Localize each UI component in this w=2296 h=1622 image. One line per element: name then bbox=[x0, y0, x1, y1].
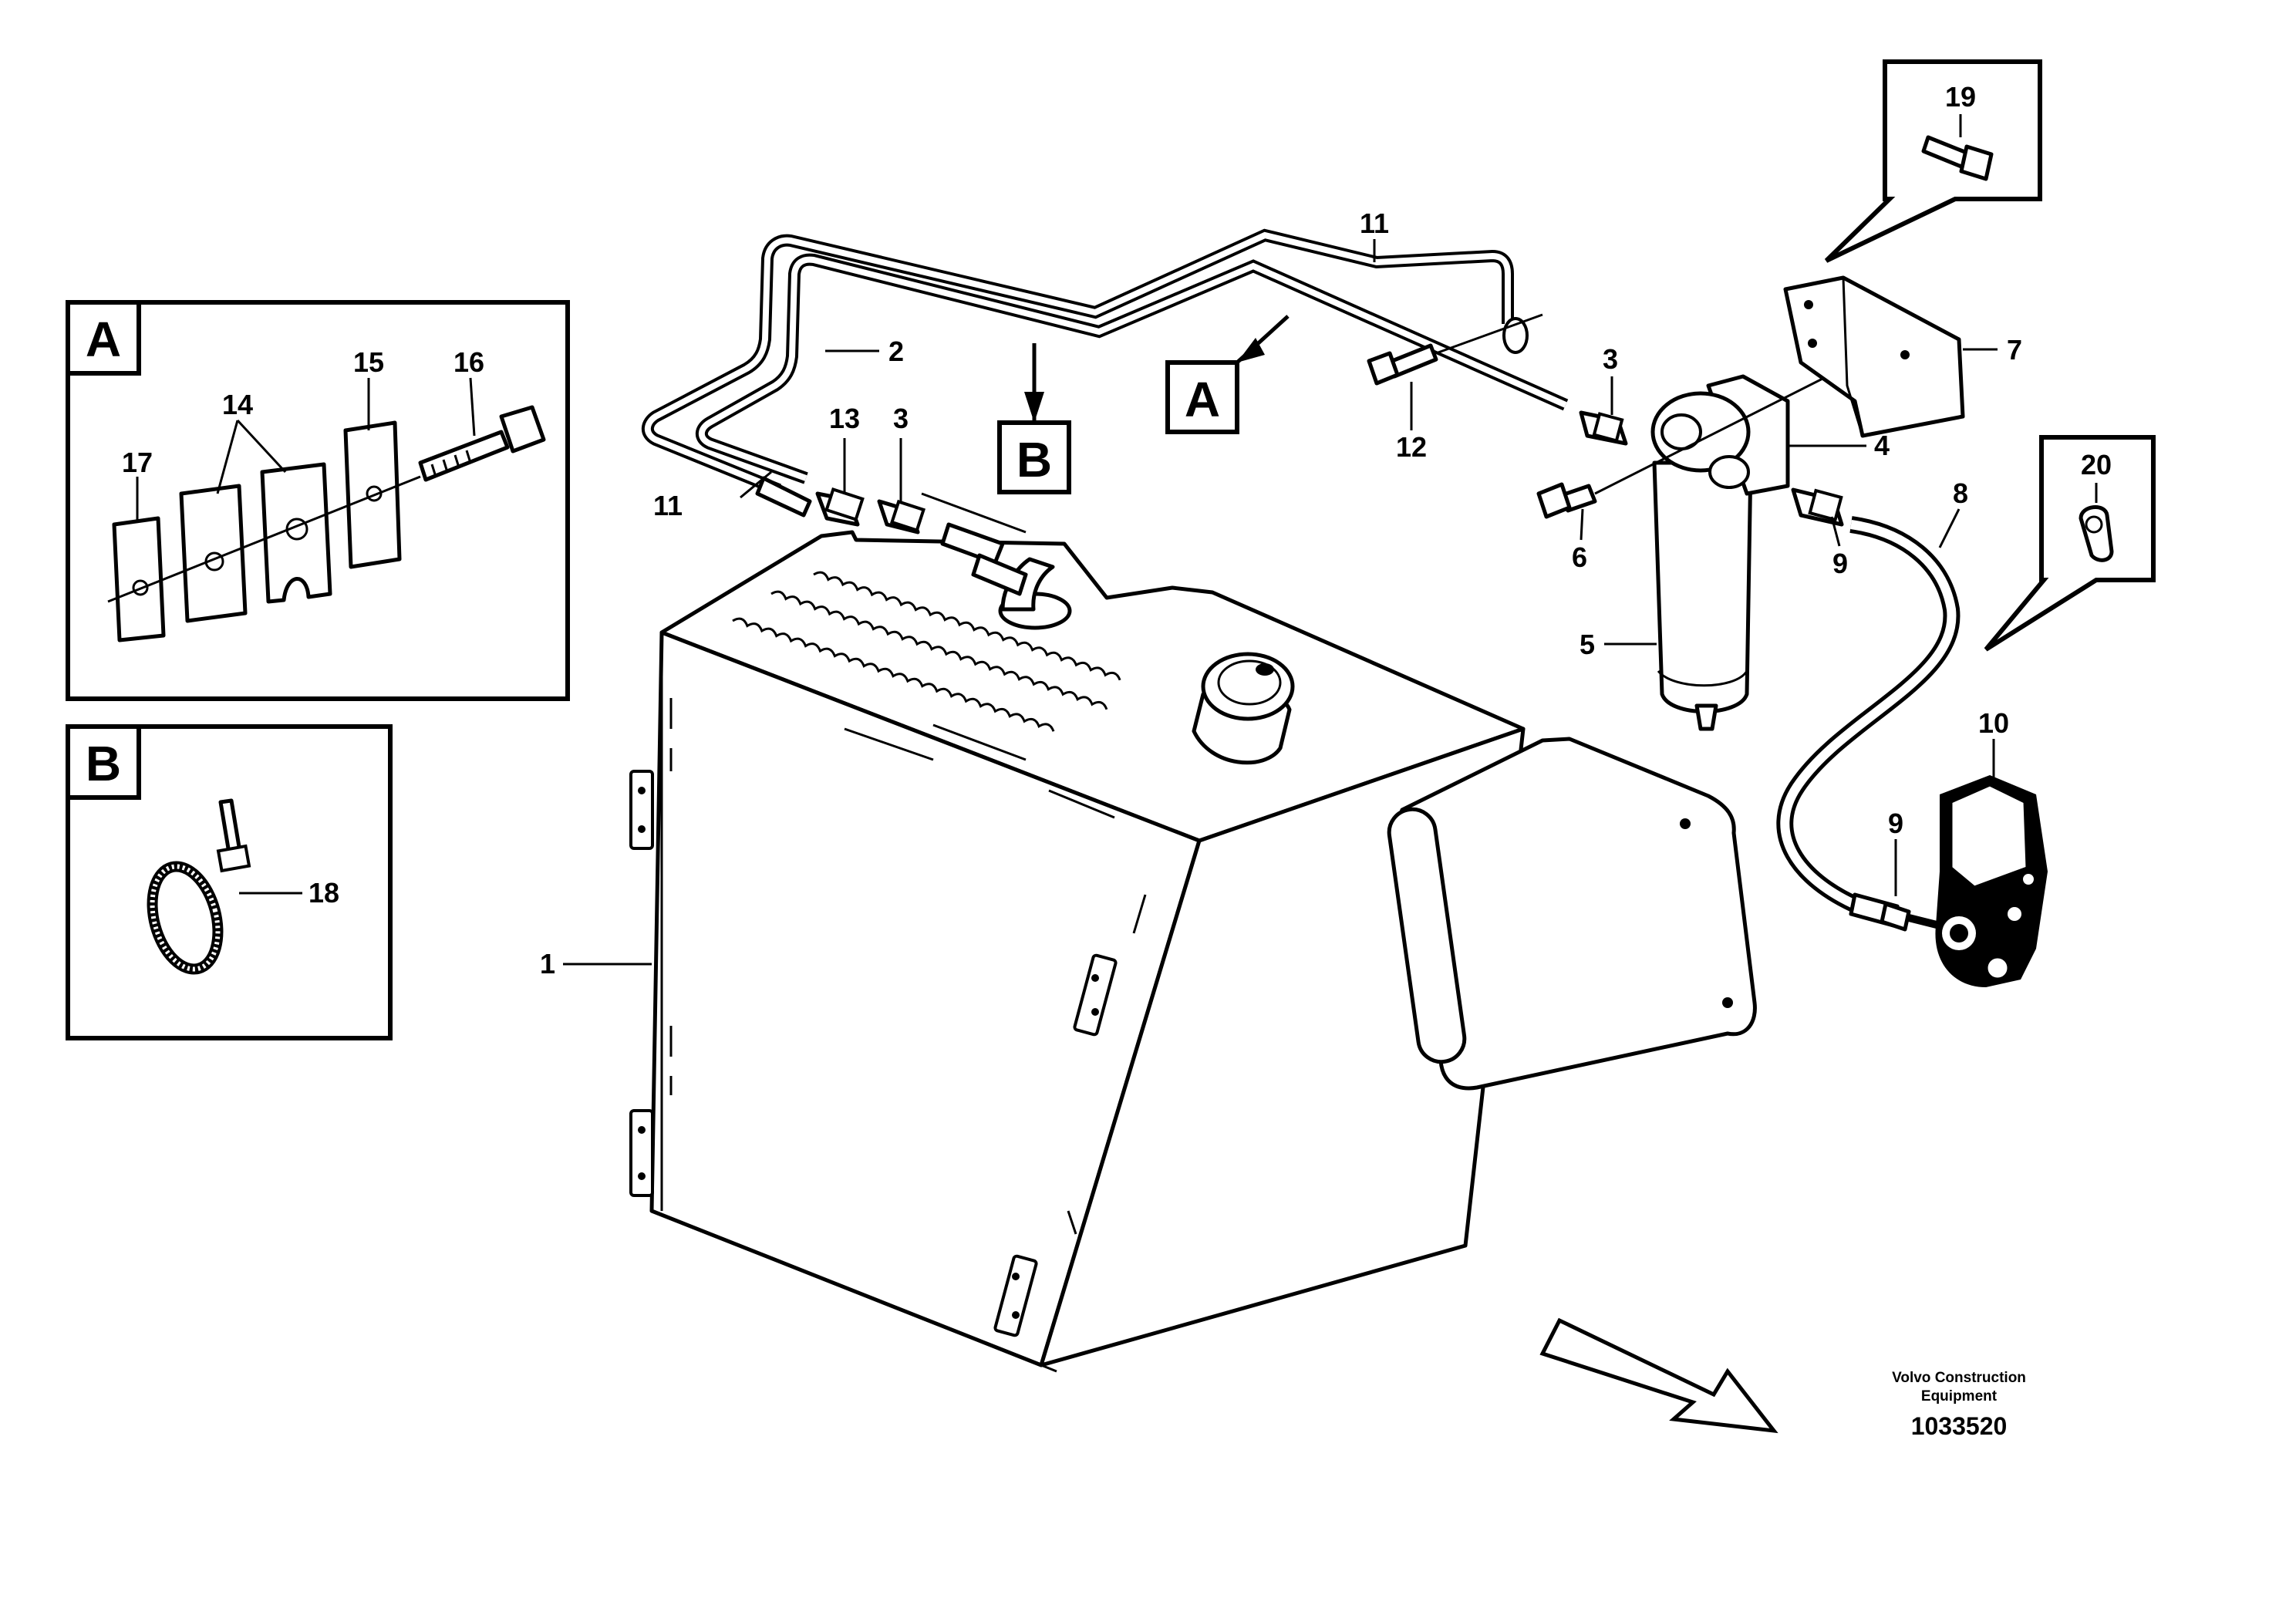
callout-12: 12 bbox=[1396, 431, 1427, 463]
callout-17: 17 bbox=[122, 447, 153, 478]
callout-3-right: 3 bbox=[1603, 343, 1618, 375]
fuel-tank-1 bbox=[629, 530, 1526, 1373]
callout-leaders bbox=[563, 239, 1998, 966]
drawing-number: 1033520 bbox=[1911, 1412, 2008, 1440]
fitting-3-right bbox=[1579, 410, 1628, 446]
callout-11-left: 11 bbox=[653, 490, 683, 521]
callout-7: 7 bbox=[2007, 334, 2022, 366]
callout-2: 2 bbox=[888, 336, 904, 367]
bolt-6 bbox=[1536, 482, 1597, 519]
fitting-9-upper bbox=[1791, 487, 1844, 527]
hose-8 bbox=[1776, 516, 1961, 915]
fuel-pipes bbox=[641, 228, 1569, 518]
sender-unit-10 bbox=[1907, 775, 2048, 987]
view-marker-a-label: A bbox=[1185, 372, 1220, 427]
callout-18: 18 bbox=[308, 877, 339, 909]
callout-11-top: 11 bbox=[1360, 207, 1389, 239]
callout-9-lower: 9 bbox=[1888, 808, 1903, 839]
fuel-filter-5 bbox=[1652, 460, 1753, 731]
outlet-elbow bbox=[998, 557, 1072, 630]
bolt-16 bbox=[418, 405, 546, 482]
fitting-tee-left bbox=[921, 492, 1028, 596]
clamp-plate-17 bbox=[112, 516, 166, 642]
callout-15: 15 bbox=[353, 346, 384, 378]
callout-6: 6 bbox=[1572, 541, 1587, 573]
inset-bolt-19: 19 bbox=[1824, 59, 2042, 263]
footer-brand-line2: Equipment bbox=[1921, 1388, 1998, 1404]
inset-clip-20: 20 bbox=[1984, 435, 2156, 652]
callout-16: 16 bbox=[453, 346, 484, 378]
fitting-3-left bbox=[877, 499, 926, 534]
callout-14: 14 bbox=[222, 389, 253, 420]
fitting-9-lower bbox=[1849, 892, 1911, 932]
cable-tie-18 bbox=[147, 798, 251, 975]
direction-arrow bbox=[1539, 1317, 1778, 1434]
view-marker-a: A bbox=[1165, 315, 1290, 434]
callout-1: 1 bbox=[540, 948, 555, 980]
callout-13: 13 bbox=[829, 403, 860, 434]
fitting-13 bbox=[815, 487, 865, 527]
callout-20: 20 bbox=[2081, 449, 2112, 481]
view-marker-b-label: B bbox=[1017, 432, 1052, 487]
detail-box-a-label: A bbox=[86, 312, 121, 367]
callout-3-left: 3 bbox=[893, 403, 909, 434]
callout-8: 8 bbox=[1953, 477, 1968, 509]
callout-5: 5 bbox=[1580, 629, 1595, 660]
tank-mounting-bracket bbox=[1387, 737, 1757, 1091]
bracket-7 bbox=[1783, 275, 1965, 438]
callout-4: 4 bbox=[1874, 430, 1890, 461]
footer-brand-line1: Volvo Construction bbox=[1892, 1370, 2026, 1386]
callout-19: 19 bbox=[1945, 81, 1976, 113]
bolt-12 bbox=[1367, 343, 1438, 386]
callout-9-upper: 9 bbox=[1832, 548, 1848, 579]
detail-box-b-label: B bbox=[86, 736, 121, 791]
drawing-footer: Volvo Construction Equipment 1033520 bbox=[1892, 1370, 2026, 1440]
filler-cap bbox=[1192, 652, 1295, 765]
detail-box-a: A 17 14 15 16 bbox=[66, 300, 570, 701]
view-marker-b: B bbox=[997, 343, 1071, 494]
detail-box-b: B 18 bbox=[66, 724, 393, 1040]
callout-10: 10 bbox=[1978, 707, 2009, 739]
